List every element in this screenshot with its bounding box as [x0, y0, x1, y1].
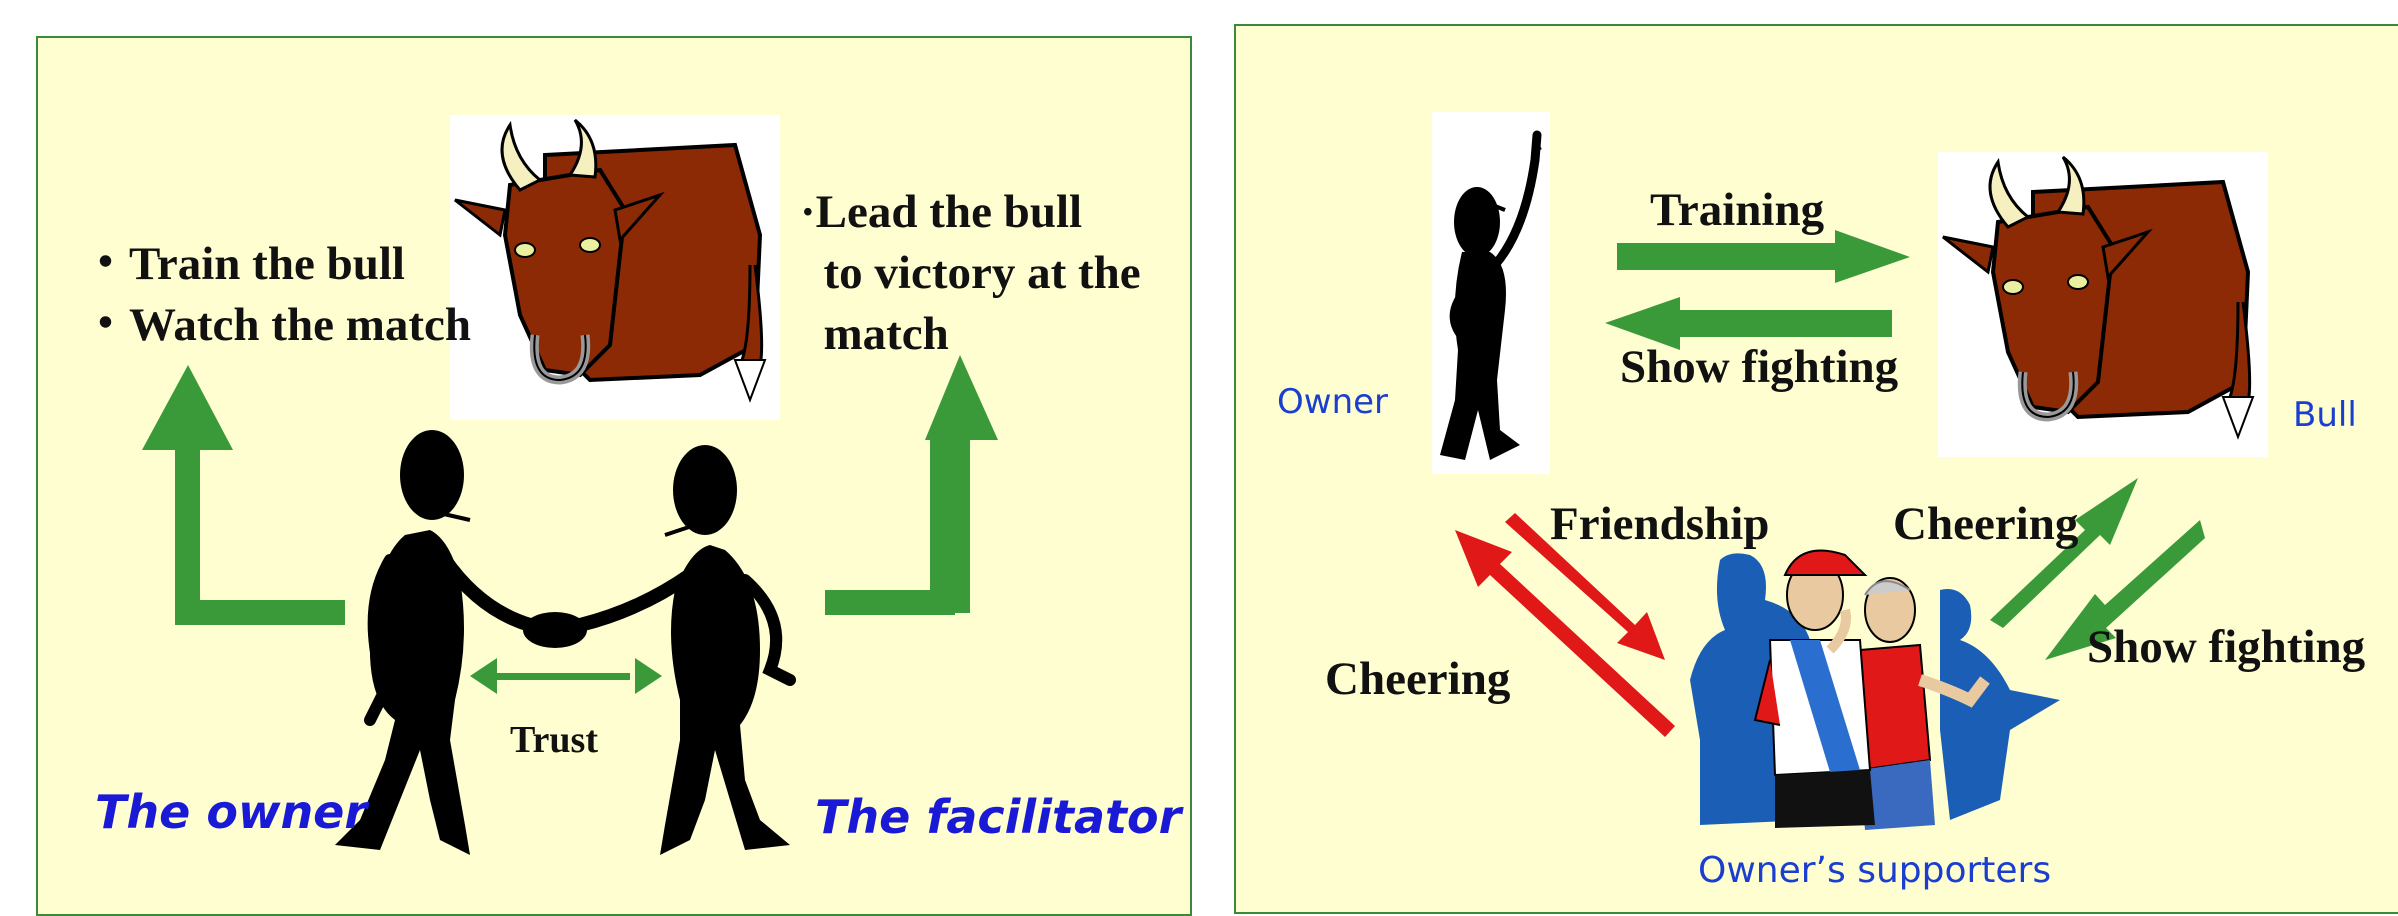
show-fighting-right-label: Show fighting [2087, 621, 2366, 673]
owner-figure [335, 430, 537, 855]
show-fighting-green-arrow-icon [2045, 520, 2205, 660]
show-fighting-arrow-icon [1605, 297, 1892, 350]
bull-label: Bull [2293, 395, 2357, 435]
training-arrow-icon [1617, 230, 1910, 283]
training-label: Training [1650, 184, 1825, 236]
trust-label: Trust [510, 719, 598, 761]
bull-image-right [1938, 152, 2268, 457]
cheering-green-arrow-icon [1990, 478, 2138, 628]
owner-label-right: Owner [1277, 382, 1389, 422]
supporters-label: Owner’s supporters [1698, 850, 2052, 891]
owner-task-train: ・Train the bull [82, 238, 405, 290]
diagram-graphics [142, 0, 2398, 855]
facilitator-figure [573, 445, 796, 855]
trust-arrow-icon [470, 658, 662, 694]
facilitator-arrow-icon [825, 355, 998, 615]
owner-figure-right [1432, 112, 1550, 474]
supporters-image [1690, 549, 2060, 830]
friendship-label: Friendship [1550, 498, 1770, 550]
bull-image-left [450, 115, 780, 420]
facilitator-label: The facilitator [815, 790, 1182, 844]
cheering-red-arrow-icon [1455, 530, 1675, 737]
owner-task-watch: ・Watch the match [82, 299, 472, 351]
show-fighting-top-label: Show fighting [1620, 341, 1899, 393]
friendship-red-arrow-icon [1505, 513, 1665, 660]
cheering-right-label: Cheering [1893, 498, 2079, 550]
owner-arrow-icon [142, 365, 345, 625]
owner-label: The owner [95, 785, 368, 839]
cheering-left-label: Cheering [1325, 653, 1511, 705]
facilitator-task: ·Lead the bull to victory at the match [800, 186, 1141, 361]
